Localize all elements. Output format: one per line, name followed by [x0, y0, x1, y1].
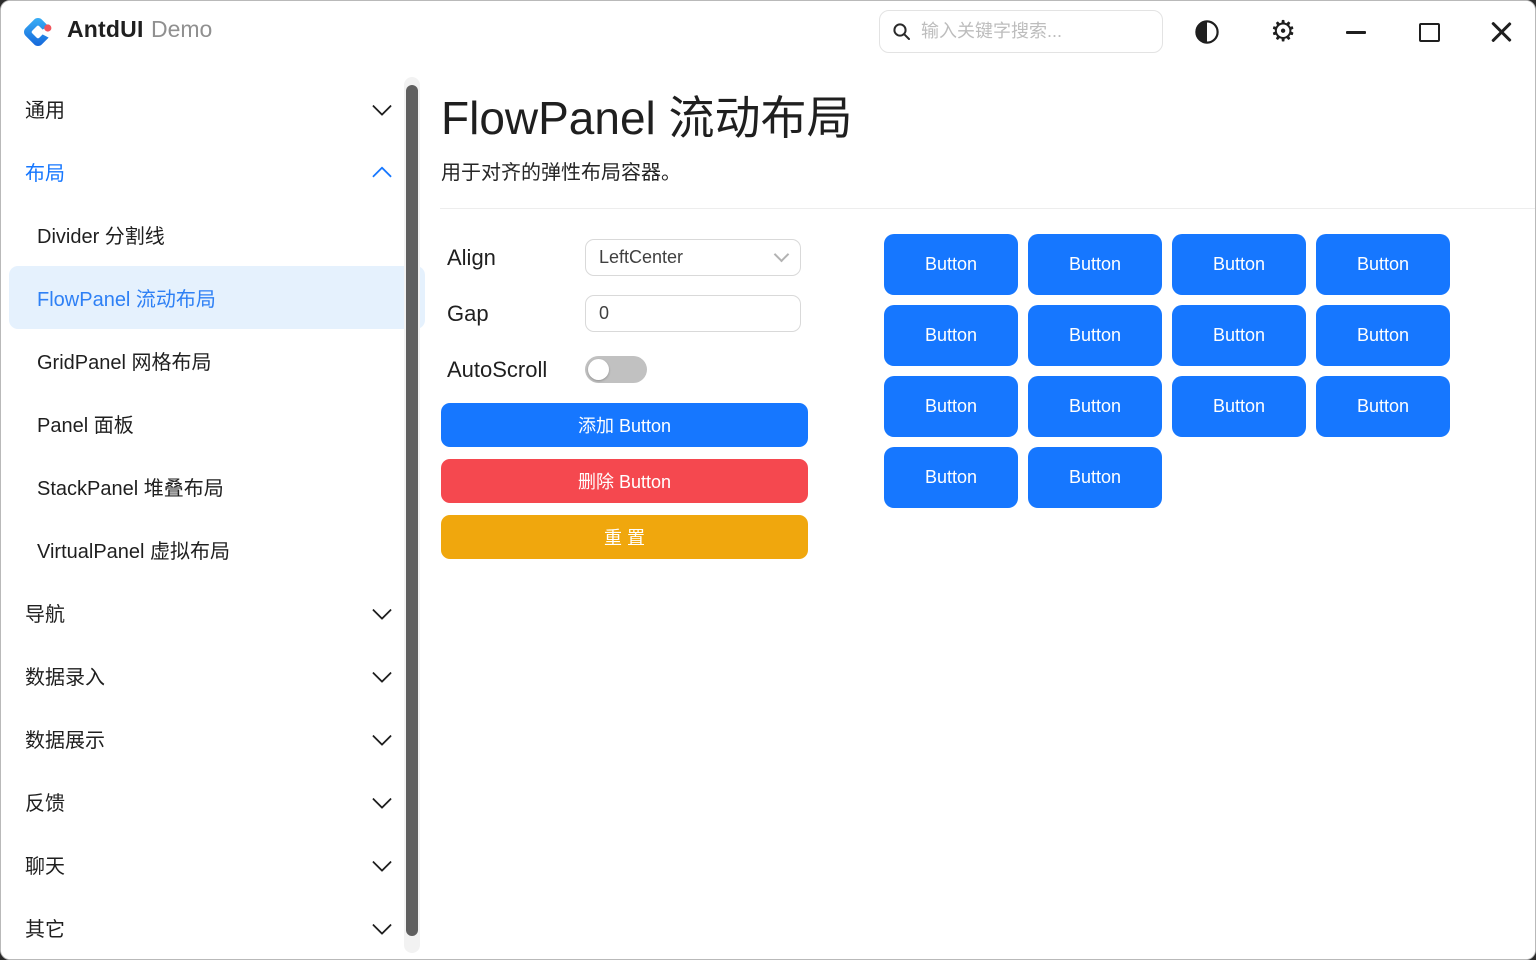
half-moon-icon	[1195, 20, 1219, 44]
main-content: FlowPanel 流动布局 用于对齐的弹性布局容器。 Align LeftCe…	[433, 63, 1535, 959]
gap-row: Gap	[447, 295, 801, 332]
page-subtitle: 用于对齐的弹性布局容器。	[441, 162, 681, 184]
maximize-icon	[1418, 22, 1440, 42]
chevron-icon	[372, 662, 392, 683]
page-title: FlowPanel 流动布局	[441, 92, 853, 144]
app-title: AntdUI	[67, 16, 144, 42]
flow-button-9[interactable]: Button	[1028, 376, 1162, 437]
settings-form: Align LeftCenter Gap AutoScroll	[447, 239, 801, 407]
search-input[interactable]	[919, 20, 1155, 43]
sidebar-group-11[interactable]: 反馈	[9, 770, 425, 833]
sidebar-group-1[interactable]: 布局	[9, 140, 425, 203]
flow-button-6[interactable]: Button	[1172, 305, 1306, 366]
titlebar: AntdUI Demo ⚙	[1, 1, 1535, 64]
antdui-logo-icon	[24, 18, 56, 46]
close-button[interactable]	[1481, 1, 1521, 63]
flow-button-5[interactable]: Button	[1028, 305, 1162, 366]
sidebar-group-9[interactable]: 数据录入	[9, 644, 425, 707]
sidebar-item-label: FlowPanel 流动布局	[37, 289, 216, 311]
search-box[interactable]	[879, 10, 1163, 53]
sidebar-scrollbar-thumb[interactable]	[406, 85, 418, 936]
sidebar-group-10[interactable]: 数据展示	[9, 707, 425, 770]
sidebar-group-label: 反馈	[25, 793, 65, 815]
sidebar-item-label: VirtualPanel 虚拟布局	[37, 541, 231, 563]
sidebar-item-3[interactable]: FlowPanel 流动布局	[9, 266, 425, 329]
settings-button[interactable]: ⚙	[1263, 1, 1303, 63]
sidebar-group-label: 数据展示	[25, 730, 105, 752]
app-subtitle: Demo	[151, 16, 213, 42]
sidebar-group-8[interactable]: 导航	[9, 581, 425, 644]
sidebar-group-12[interactable]: 聊天	[9, 833, 425, 896]
close-icon	[1490, 21, 1512, 43]
flow-button-7[interactable]: Button	[1316, 305, 1450, 366]
delete-button[interactable]: 删除 Button	[441, 459, 808, 503]
chevron-icon	[372, 788, 392, 809]
reset-button[interactable]: 重 置	[441, 515, 808, 559]
chevron-icon	[372, 725, 392, 746]
chevron-down-icon	[773, 246, 790, 263]
align-select[interactable]: LeftCenter	[585, 239, 801, 276]
align-select-value: LeftCenter	[599, 247, 684, 267]
gap-label: Gap	[447, 300, 489, 326]
chevron-icon	[372, 851, 392, 872]
flow-button-3[interactable]: Button	[1316, 234, 1450, 295]
chevron-icon	[372, 599, 392, 620]
sidebar-item-4[interactable]: GridPanel 网格布局	[9, 329, 425, 392]
autoscroll-toggle[interactable]	[585, 356, 647, 383]
flow-button-10[interactable]: Button	[1172, 376, 1306, 437]
gap-input[interactable]	[585, 295, 801, 332]
flow-button-2[interactable]: Button	[1172, 234, 1306, 295]
header-divider	[440, 208, 1535, 209]
sidebar-menu: 通用 布局 Divider 分割线 FlowPanel 流动布局 GridPan…	[1, 77, 433, 959]
flow-button-0[interactable]: Button	[884, 234, 1018, 295]
autoscroll-row: AutoScroll	[447, 351, 801, 388]
minimize-button[interactable]	[1336, 1, 1376, 63]
sidebar-item-6[interactable]: StackPanel 堆叠布局	[9, 455, 425, 518]
sidebar: 通用 布局 Divider 分割线 FlowPanel 流动布局 GridPan…	[1, 63, 433, 959]
sidebar-group-0[interactable]: 通用	[9, 77, 425, 140]
sidebar-group-label: 布局	[25, 163, 65, 185]
flow-button-12[interactable]: Button	[884, 447, 1018, 508]
chevron-icon	[372, 165, 392, 186]
add-button[interactable]: 添加 Button	[441, 403, 808, 447]
sidebar-scrollbar-track[interactable]	[404, 77, 420, 953]
theme-toggle-button[interactable]	[1187, 1, 1227, 63]
chevron-icon	[372, 95, 392, 116]
chevron-icon	[372, 914, 392, 935]
sidebar-item-label: Panel 面板	[37, 415, 134, 437]
align-row: Align LeftCenter	[447, 239, 801, 276]
sidebar-group-label: 通用	[25, 100, 65, 122]
search-icon	[893, 23, 910, 40]
sidebar-item-5[interactable]: Panel 面板	[9, 392, 425, 455]
flow-button-11[interactable]: Button	[1316, 376, 1450, 437]
sidebar-item-2[interactable]: Divider 分割线	[9, 203, 425, 266]
maximize-button[interactable]	[1409, 1, 1449, 63]
sidebar-group-label: 导航	[25, 604, 65, 626]
sidebar-item-label: StackPanel 堆叠布局	[37, 478, 224, 500]
minimize-icon	[1346, 30, 1366, 34]
autoscroll-label: AutoScroll	[447, 356, 548, 382]
sidebar-group-13[interactable]: 其它	[9, 896, 425, 959]
flow-button-1[interactable]: Button	[1028, 234, 1162, 295]
sidebar-item-label: Divider 分割线	[37, 226, 165, 248]
flow-button-8[interactable]: Button	[884, 376, 1018, 437]
sidebar-group-label: 聊天	[25, 856, 65, 878]
flow-button-4[interactable]: Button	[884, 305, 1018, 366]
sidebar-group-label: 其它	[25, 919, 65, 941]
sidebar-item-label: GridPanel 网格布局	[37, 352, 212, 374]
gear-icon: ⚙	[1270, 15, 1296, 48]
flow-button-13[interactable]: Button	[1028, 447, 1162, 508]
toggle-knob	[588, 359, 609, 380]
sidebar-group-label: 数据录入	[25, 667, 105, 689]
action-buttons: 添加 Button 删除 Button 重 置	[441, 403, 808, 571]
align-label: Align	[447, 244, 496, 270]
sidebar-item-7[interactable]: VirtualPanel 虚拟布局	[9, 518, 425, 581]
